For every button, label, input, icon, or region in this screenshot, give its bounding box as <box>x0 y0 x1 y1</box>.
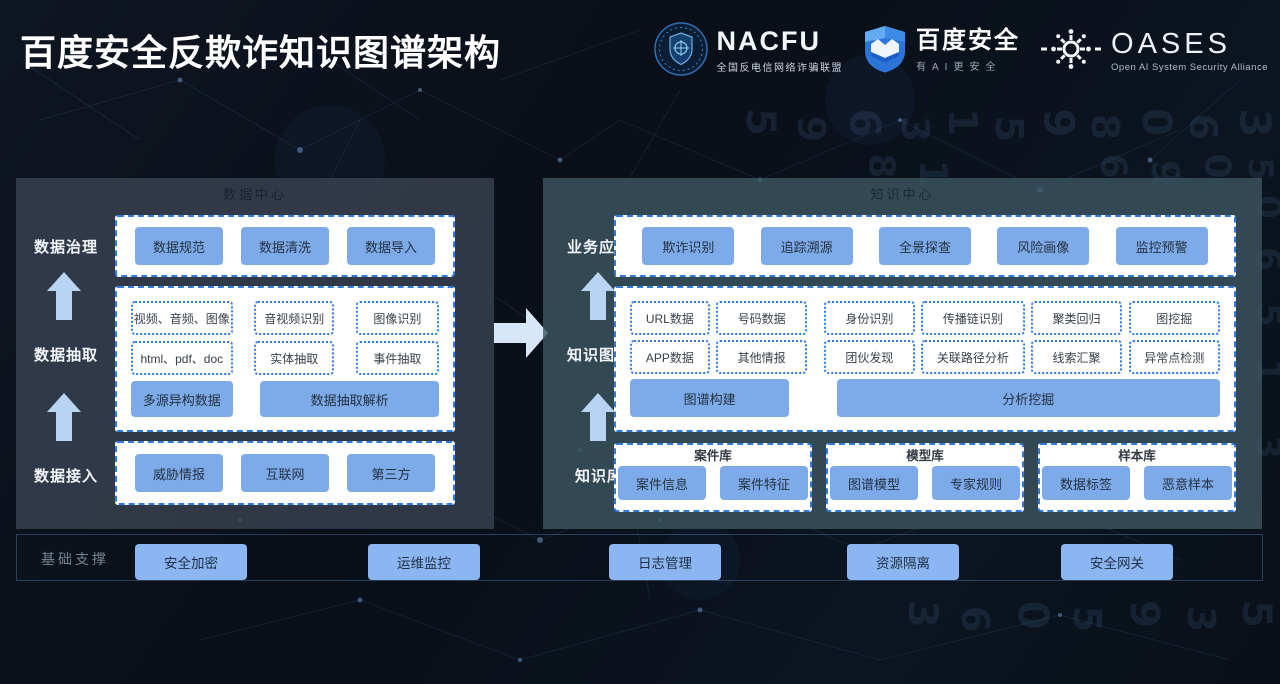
diagram-node: 运维监控 <box>368 544 480 580</box>
diagram-node: 多源异构数据 <box>131 381 233 417</box>
diagram-node: 号码数据 <box>715 301 808 335</box>
logo-baidu-security: 百度安全 有AI更安全 <box>863 25 1020 78</box>
sample-library-container: 样本库 数据标签 恶意样本 <box>1038 443 1236 512</box>
diagram-node: 第三方 <box>347 454 435 492</box>
nacfu-badge-icon <box>653 21 708 81</box>
oases-sun-icon <box>1040 22 1102 81</box>
diagram-node: 安全网关 <box>1061 544 1173 580</box>
diagram-node: 恶意样本 <box>1144 466 1232 500</box>
diagram-node: 图谱模型 <box>830 466 918 500</box>
diagram-node: 威胁情报 <box>135 454 223 492</box>
diagram-node: 数据清洗 <box>241 227 329 265</box>
diagram-node: 异常点检测 <box>1128 340 1220 374</box>
knowledge-graph-container: URL数据 号码数据 身份识别 传播链识别 聚类回归 图挖掘 APP数据 其他情… <box>614 286 1236 432</box>
up-arrow-icon <box>47 272 81 320</box>
knowledge-center-panel-title: 知识中心 <box>870 187 935 202</box>
diagram-node: 案件特征 <box>720 466 808 500</box>
up-arrow-icon <box>581 272 615 320</box>
diagram-node: 数据抽取解析 <box>260 381 439 417</box>
data-access-container: 威胁情报 互联网 第三方 <box>115 441 455 505</box>
diagram-node: 身份识别 <box>823 301 916 335</box>
diagram-node: 数据导入 <box>347 227 435 265</box>
diagram-node: 欺诈识别 <box>642 227 735 265</box>
diagram-node: 分析挖掘 <box>836 379 1220 417</box>
diagram-node: 图像识别 <box>355 301 439 335</box>
diagram-node: 数据标签 <box>1042 466 1130 500</box>
data-governance-container: 数据规范 数据清洗 数据导入 <box>115 215 455 277</box>
support-bar-label: 基础支撑 <box>41 551 109 567</box>
diagram-node: 音视频识别 <box>254 301 335 335</box>
up-arrow-icon <box>581 393 615 441</box>
diagram-node: 线索汇聚 <box>1030 340 1123 374</box>
group-title: 样本库 <box>1118 449 1156 463</box>
row-label-data-access: 数据接入 <box>33 468 98 485</box>
oases-logo-name: OASES <box>1111 27 1231 60</box>
diagram-node: 图谱构建 <box>630 379 790 417</box>
data-extraction-container: 视频、音频、图像 音视频识别 图像识别 html、pdf、doc 实体抽取 事件… <box>115 286 455 432</box>
diagram-node: 传播链识别 <box>921 301 1025 335</box>
diagram-node: 视频、音频、图像 <box>131 301 233 335</box>
diagram-node: 案件信息 <box>618 466 706 500</box>
logo-bar: NACFU 全国反电信网络诈骗联盟 百度安全 有AI更安全 <box>653 20 1268 82</box>
group-title: 模型库 <box>906 449 944 463</box>
knowledge-center-panel: 知识中心 业务应用 知识图谱 知识库 欺诈识别 追踪溯源 全景探查 风险画像 监… <box>543 178 1262 529</box>
baidu-security-shield-icon <box>863 25 907 78</box>
diagram-node: URL数据 <box>630 301 710 335</box>
diagram-node: 全景探查 <box>878 227 971 265</box>
diagram-node: 其他情报 <box>715 340 808 374</box>
case-library-container: 案件库 案件信息 案件特征 <box>614 443 812 512</box>
row-label-knowledge-base: 知识库 <box>574 468 623 485</box>
diagram-node: 聚类回归 <box>1030 301 1123 335</box>
logo-nacfu: NACFU 全国反电信网络诈骗联盟 <box>653 21 844 81</box>
baidu-security-logo-subtitle: 有AI更安全 <box>916 62 1002 73</box>
model-library-container: 模型库 图谱模型 专家规则 <box>826 443 1024 512</box>
row-label-data-extraction: 数据抽取 <box>33 347 98 364</box>
group-title: 案件库 <box>694 449 732 463</box>
diagram-node: 关联路径分析 <box>921 340 1025 374</box>
diagram-node: 图挖掘 <box>1128 301 1220 335</box>
oases-logo-subtitle: Open AI System Security Alliance <box>1111 61 1268 73</box>
knowledge-base-containers: 案件库 案件信息 案件特征 模型库 图谱模型 专家规则 样本库 数据标签 恶意样… <box>614 443 1236 512</box>
diagram-node: 追踪溯源 <box>760 227 853 265</box>
logo-oases: OASES Open AI System Security Alliance <box>1040 22 1268 81</box>
page-title: 百度安全反欺诈知识图谱架构 <box>20 32 502 73</box>
nacfu-logo-name: NACFU <box>716 26 822 56</box>
flow-arrow-icon <box>494 306 548 365</box>
diagram-node: APP数据 <box>630 340 710 374</box>
diagram-node: 安全加密 <box>135 544 247 580</box>
row-label-data-governance: 数据治理 <box>33 239 98 256</box>
business-application-container: 欺诈识别 追踪溯源 全景探查 风险画像 监控预警 <box>614 215 1236 277</box>
baidu-security-logo-name: 百度安全 <box>916 27 1021 54</box>
data-center-panel-title: 数据中心 <box>222 187 287 202</box>
diagram-node: html、pdf、doc <box>131 341 233 375</box>
data-center-panel: 数据中心 数据治理 数据抽取 数据接入 数据规范 数据清洗 数据导入 视频、音频… <box>16 178 494 529</box>
diagram-node: 风险画像 <box>997 227 1090 265</box>
diagram-node: 互联网 <box>241 454 329 492</box>
diagram-node: 数据规范 <box>135 227 223 265</box>
diagram-node: 专家规则 <box>932 466 1020 500</box>
nacfu-logo-subtitle: 全国反电信网络诈骗联盟 <box>716 63 844 74</box>
diagram-node: 日志管理 <box>609 544 721 580</box>
up-arrow-icon <box>47 393 81 441</box>
diagram-node: 资源隔离 <box>847 544 959 580</box>
infrastructure-support-bar: 基础支撑 安全加密 运维监控 日志管理 资源隔离 安全网关 <box>16 534 1263 581</box>
diagram-node: 团伙发现 <box>823 340 916 374</box>
diagram-node: 事件抽取 <box>355 341 439 375</box>
diagram-node: 监控预警 <box>1115 227 1208 265</box>
diagram-node: 实体抽取 <box>254 341 335 375</box>
